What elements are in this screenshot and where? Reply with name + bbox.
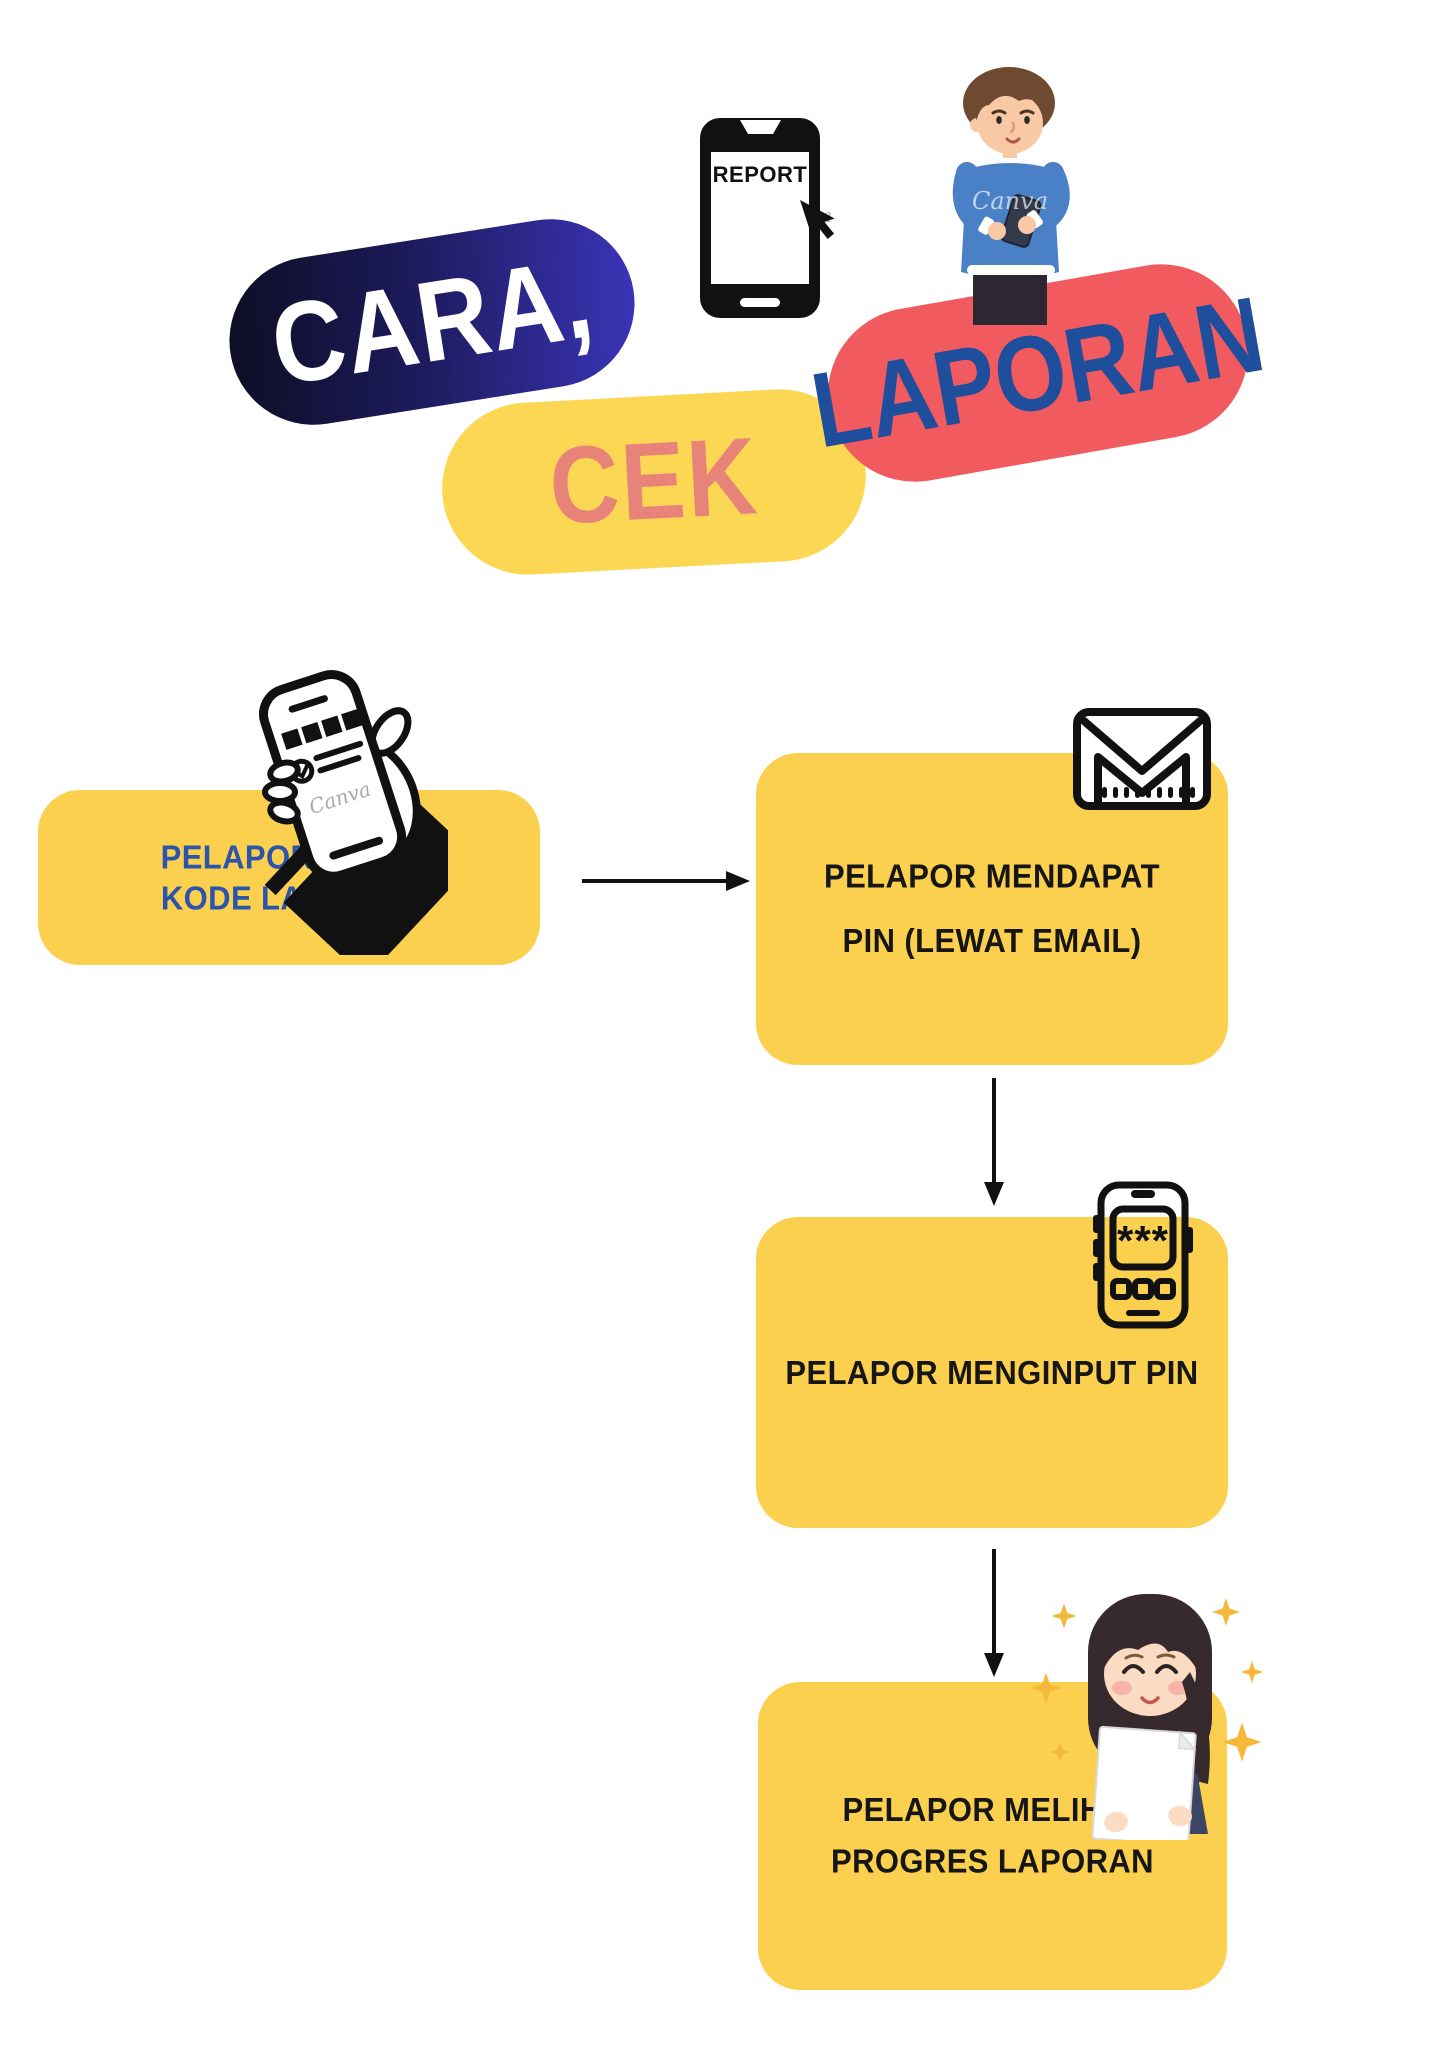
flow-step-3-label: PELAPOR MENGINPUT PIN bbox=[785, 1353, 1199, 1391]
cursor-arrow-icon bbox=[800, 200, 835, 240]
arrow-down bbox=[984, 1078, 1004, 1206]
dotted-row bbox=[1102, 787, 1195, 798]
arrow-down bbox=[984, 1549, 1004, 1677]
man-using-smartphone-illustration: Canva bbox=[952, 67, 1070, 325]
hand-holding-phone-icon: Canva bbox=[259, 670, 448, 955]
pin-asterisks: *** bbox=[1117, 1217, 1169, 1264]
title-word-cara: CARA, bbox=[263, 233, 601, 410]
title-pill-cek: CEK bbox=[437, 385, 871, 579]
watermark-text: Canva bbox=[972, 187, 1048, 215]
flow-step-4-label: PELAPOR MELIHAT PROGRES LAPORAN bbox=[831, 1790, 1154, 1881]
report-screen-label: REPORT bbox=[713, 162, 808, 187]
sparkle-stars bbox=[1030, 1598, 1264, 1762]
girl-reading-report-illustration bbox=[1030, 1594, 1264, 1840]
arrow-right bbox=[582, 871, 750, 891]
report-phone-cursor-icon: REPORT va bbox=[700, 118, 835, 318]
title-word-cek: CEK bbox=[546, 415, 762, 548]
phone-pin-entry-icon: *** bbox=[1093, 1181, 1193, 1329]
email-envelope-icon bbox=[1073, 708, 1211, 810]
flow-step-2-label: PELAPOR MENDAPAT PIN (LEWAT EMAIL) bbox=[824, 857, 1160, 960]
